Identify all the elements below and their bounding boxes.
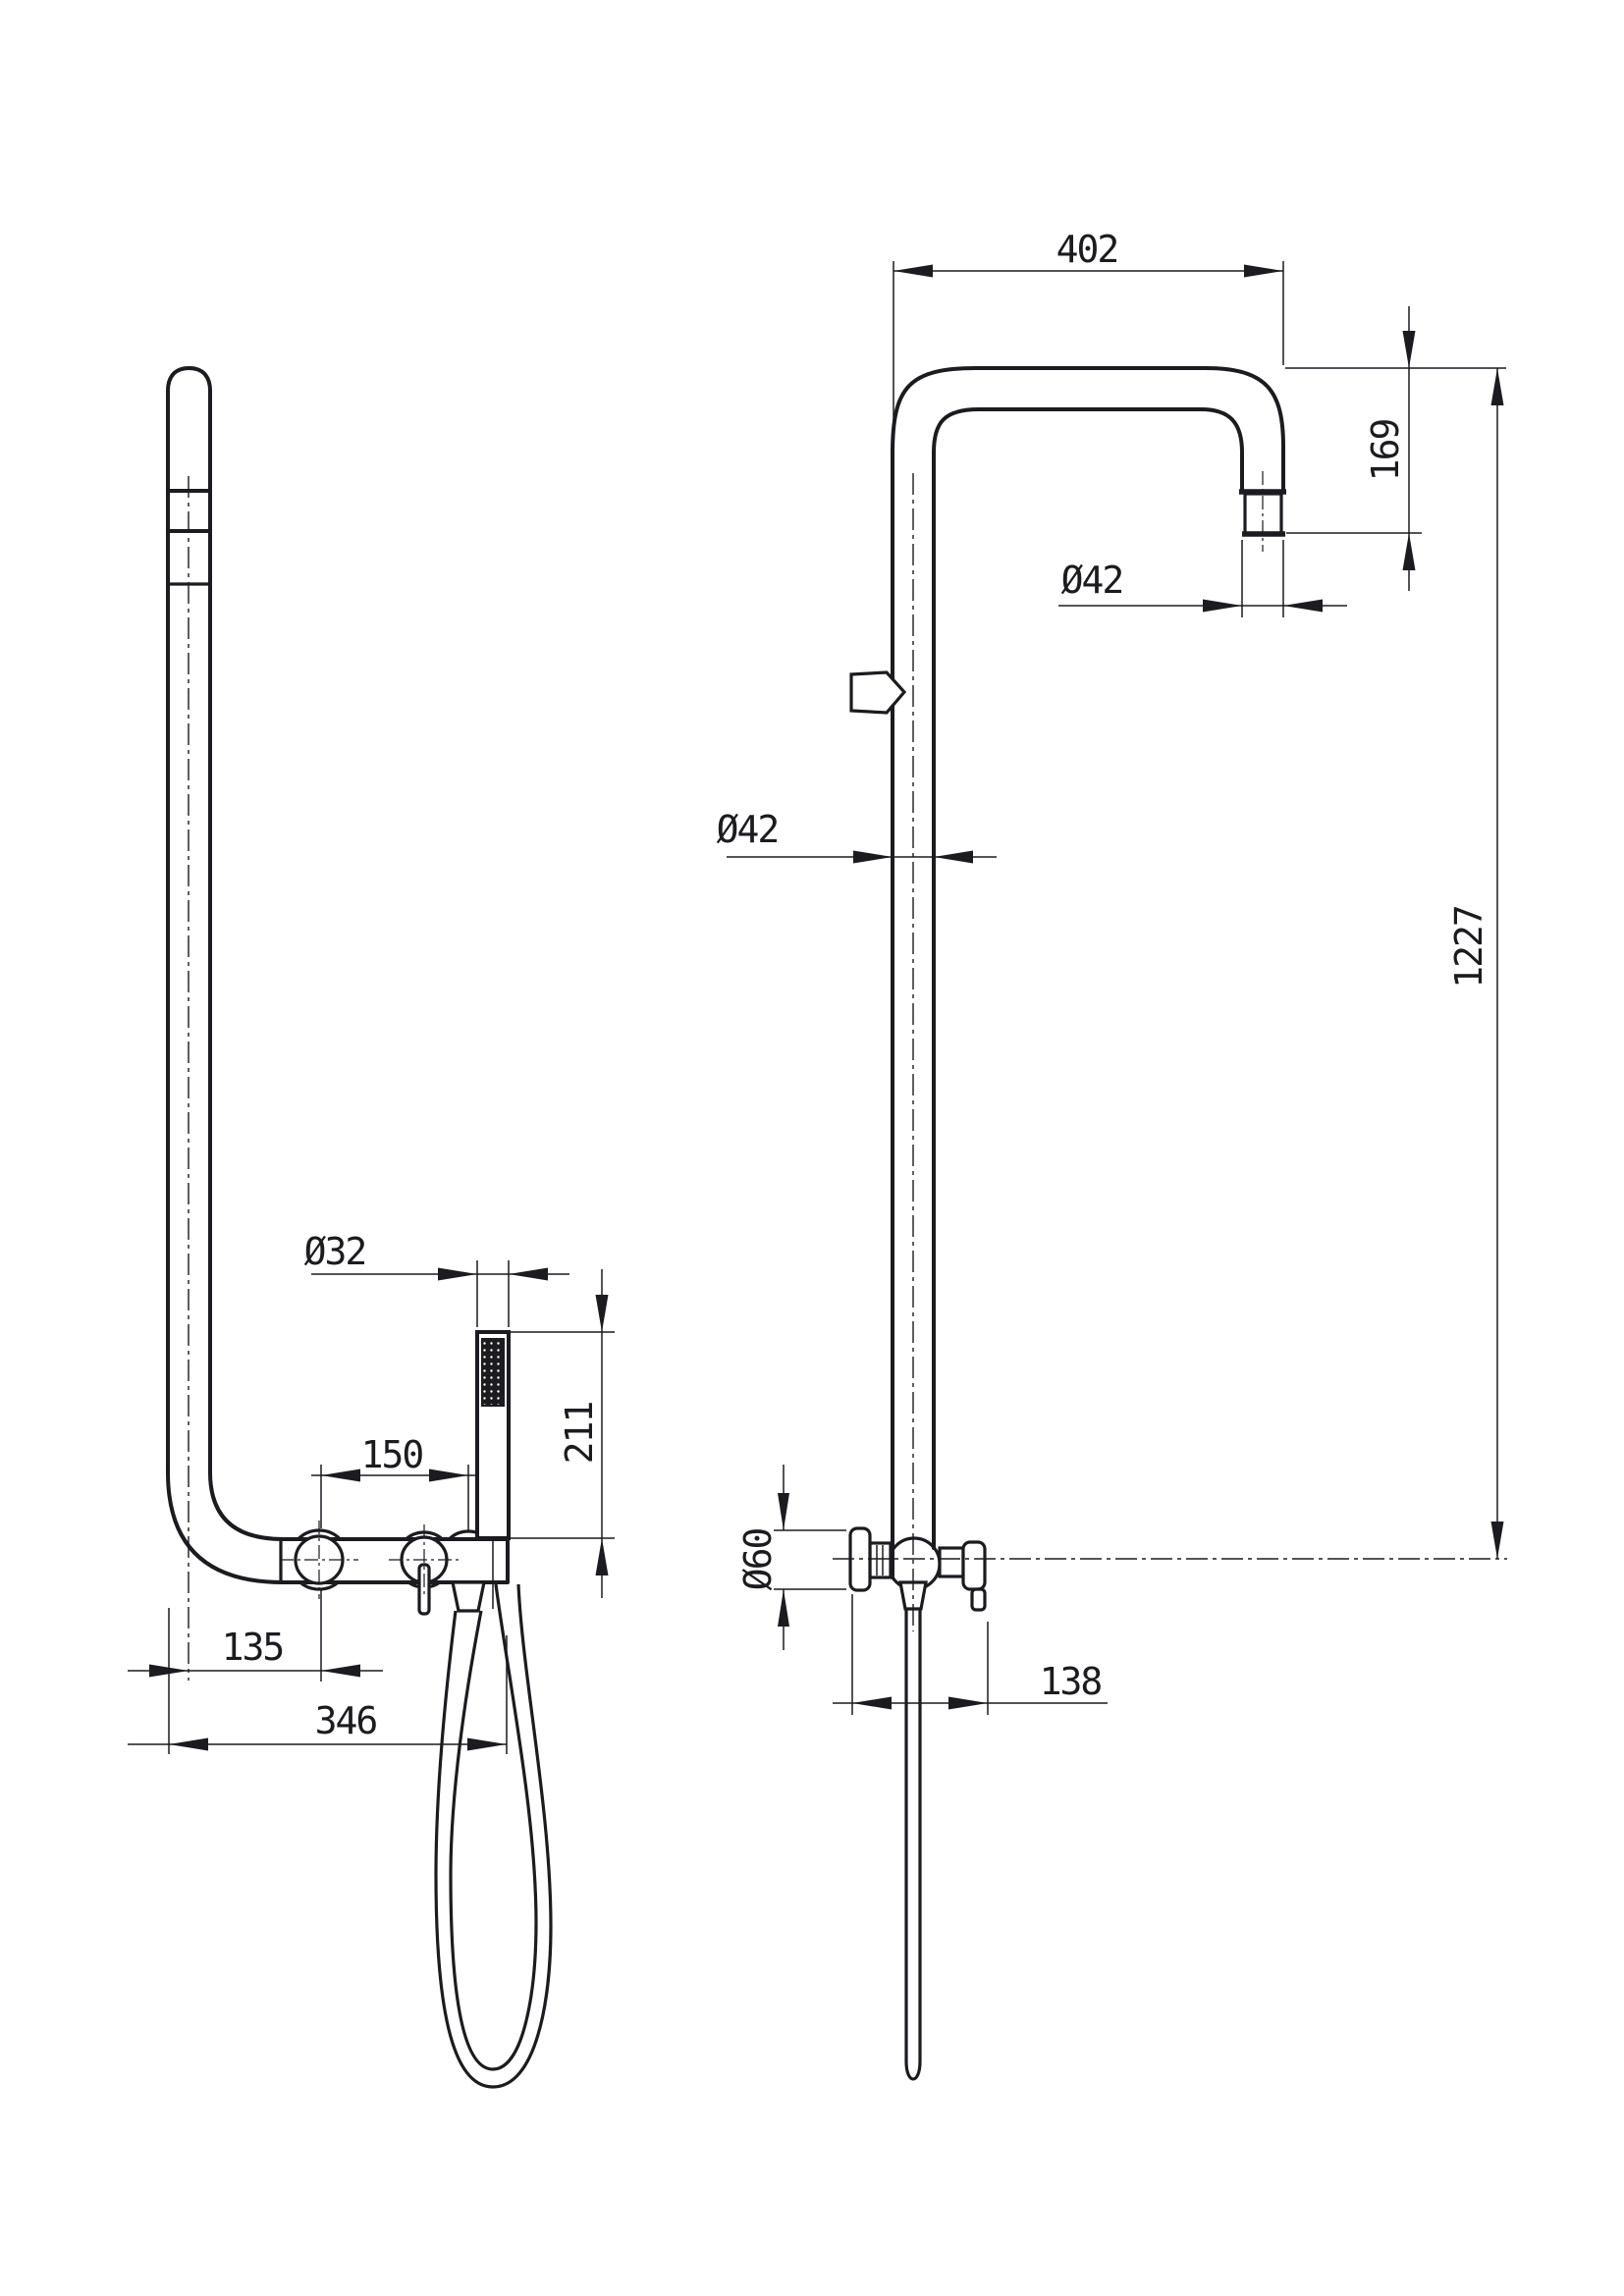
arrowhead — [778, 1493, 789, 1530]
arrowhead — [1490, 368, 1504, 405]
wall-connector — [868, 1541, 893, 1579]
arrowhead — [1203, 599, 1242, 613]
arrowhead — [169, 1737, 208, 1751]
arrowhead — [934, 850, 973, 864]
front-hose — [904, 1609, 922, 2081]
arrowhead — [1283, 599, 1323, 613]
side-elbow-inner — [208, 1470, 285, 1541]
side-elbow-outer — [166, 1470, 285, 1584]
arrowhead — [1402, 533, 1416, 570]
dim-ext-wall-clearance — [851, 1594, 989, 1715]
arrowhead — [321, 1664, 360, 1678]
arrowhead — [1402, 331, 1416, 368]
dim-label-overall-height: 1227 — [1447, 906, 1490, 988]
dim-ext-spout-dia — [1241, 540, 1284, 617]
dim-label-overall-depth: 346 — [315, 1699, 377, 1742]
side-outlet-cone — [451, 1580, 486, 1613]
side-hose-inner — [449, 1583, 538, 2071]
arrowhead — [853, 850, 893, 864]
side-knob-centerlines — [280, 1521, 358, 1599]
wall-connector-knurl — [876, 1545, 884, 1575]
arrowhead — [1244, 264, 1283, 278]
dim-ref-flange-dia — [774, 1529, 846, 1590]
side-view-dimensions: Ø32 211 150 135 346 — [128, 1230, 615, 1754]
arrowhead — [438, 1267, 477, 1281]
side-hose-outer — [434, 1583, 553, 2089]
dim-label-handshower-diameter: Ø32 — [304, 1230, 366, 1273]
dim-label-knob-offset: 135 — [222, 1626, 284, 1669]
arrowhead — [948, 1696, 988, 1710]
side-column-pipe — [166, 365, 212, 1474]
dim-ext-depth — [168, 1608, 508, 1754]
dim-label-outlet-spacing: 150 — [361, 1433, 423, 1476]
front-view-dimensions: 402 169 Ø42 Ø42 1227 Ø60 138 — [717, 228, 1506, 1715]
side-view — [166, 365, 553, 2089]
front-column-outer — [891, 366, 1285, 1579]
dim-label-handshower-length: 211 — [558, 1403, 601, 1465]
arrowhead — [1490, 1522, 1504, 1559]
front-column-inner — [932, 407, 1244, 1550]
side-lever-centerlines — [389, 1524, 460, 1595]
dim-ref-handshower-length — [511, 1331, 615, 1539]
dim-ext-top-width — [893, 261, 1284, 457]
side-lever-handle — [417, 1563, 431, 1616]
dim-ref-spout-drop — [1285, 367, 1506, 534]
valve-body-right — [938, 1546, 965, 1578]
arrowhead — [893, 264, 933, 278]
dim-label-spout-drop: 169 — [1364, 420, 1407, 482]
arrowhead — [509, 1267, 548, 1281]
dim-label-flange-diameter: Ø60 — [736, 1529, 780, 1591]
handshower-spray-face — [481, 1338, 505, 1407]
dim-label-wall-clearance: 138 — [1040, 1660, 1102, 1703]
arrowhead — [595, 1538, 609, 1575]
front-view — [833, 366, 1507, 2081]
arrowhead — [595, 1295, 609, 1332]
dim-label-column-diameter: Ø42 — [717, 808, 779, 851]
arrowhead — [429, 1468, 468, 1482]
dim-label-spout-diameter: Ø42 — [1061, 559, 1123, 602]
valve-handle-stub — [970, 1587, 987, 1612]
arrowhead — [778, 1589, 789, 1627]
arrowhead — [321, 1468, 360, 1482]
dim-ext-handshower-dia — [476, 1260, 510, 1327]
arrowhead — [852, 1696, 892, 1710]
dim-label-top-width: 402 — [1056, 228, 1118, 271]
arrowhead — [467, 1737, 507, 1751]
diverter-knob — [849, 670, 907, 715]
valve-handle — [961, 1540, 987, 1591]
